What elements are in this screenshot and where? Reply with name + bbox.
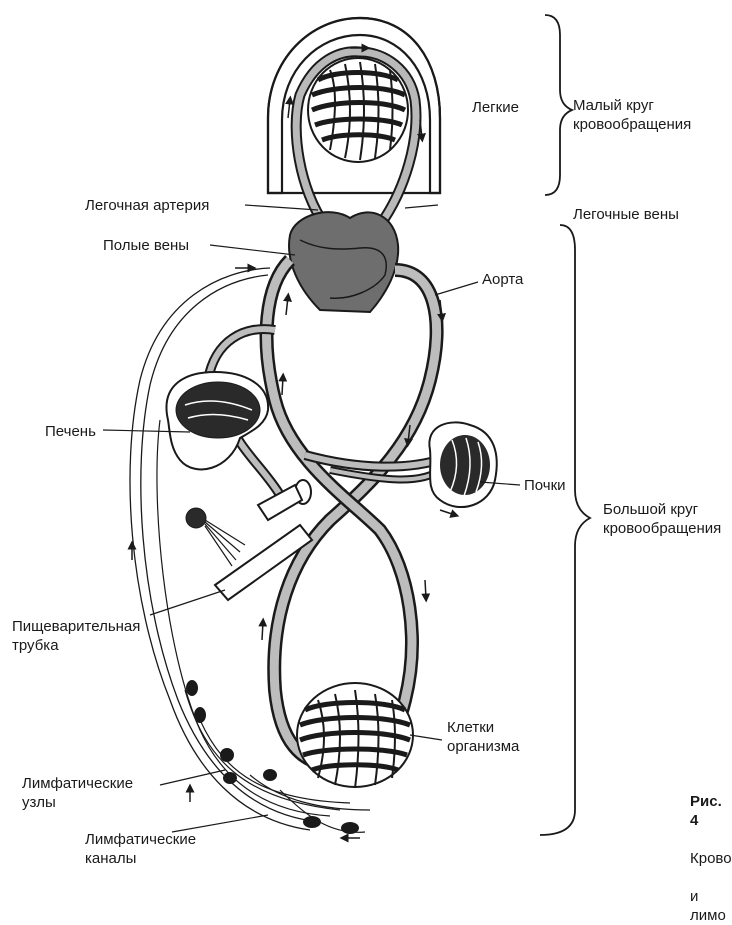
label-pulmonary-veins: Легочные вены (573, 205, 679, 224)
kidneys (429, 422, 496, 507)
circulation-diagram: Легкие Малый круг кровообращения Легочна… (0, 0, 732, 869)
figure-number: Рис. 4 (690, 793, 722, 829)
label-small-circle: Малый круг кровообращения (573, 96, 691, 134)
label-kidneys: Почки (524, 476, 566, 495)
label-pulmonary-artery: Легочная артерия (85, 196, 209, 215)
label-digestive-tube: Пищеварительная трубка (12, 617, 140, 655)
label-aorta: Аорта (482, 270, 523, 289)
brace-big-circle (540, 225, 590, 835)
label-vena-cava: Полые вены (103, 236, 189, 255)
figure-caption: Рис. 4 Крово и лимо (690, 773, 732, 925)
label-lymph-nodes: Лимфатические узлы (22, 774, 133, 812)
brace-small-circle (545, 15, 572, 195)
label-lungs: Легкие (472, 98, 519, 117)
label-lymph-channels: Лимфатические каналы (85, 830, 196, 868)
label-big-circle: Большой круг кровообращения (603, 500, 721, 538)
lung-capillary-bed (308, 58, 408, 162)
label-body-cells: Клетки организма (447, 718, 519, 756)
caption-line-2: и лимо (690, 888, 726, 924)
caption-line-1: Крово (690, 850, 732, 867)
body-cells-bed (297, 683, 413, 788)
label-liver: Печень (45, 422, 96, 441)
